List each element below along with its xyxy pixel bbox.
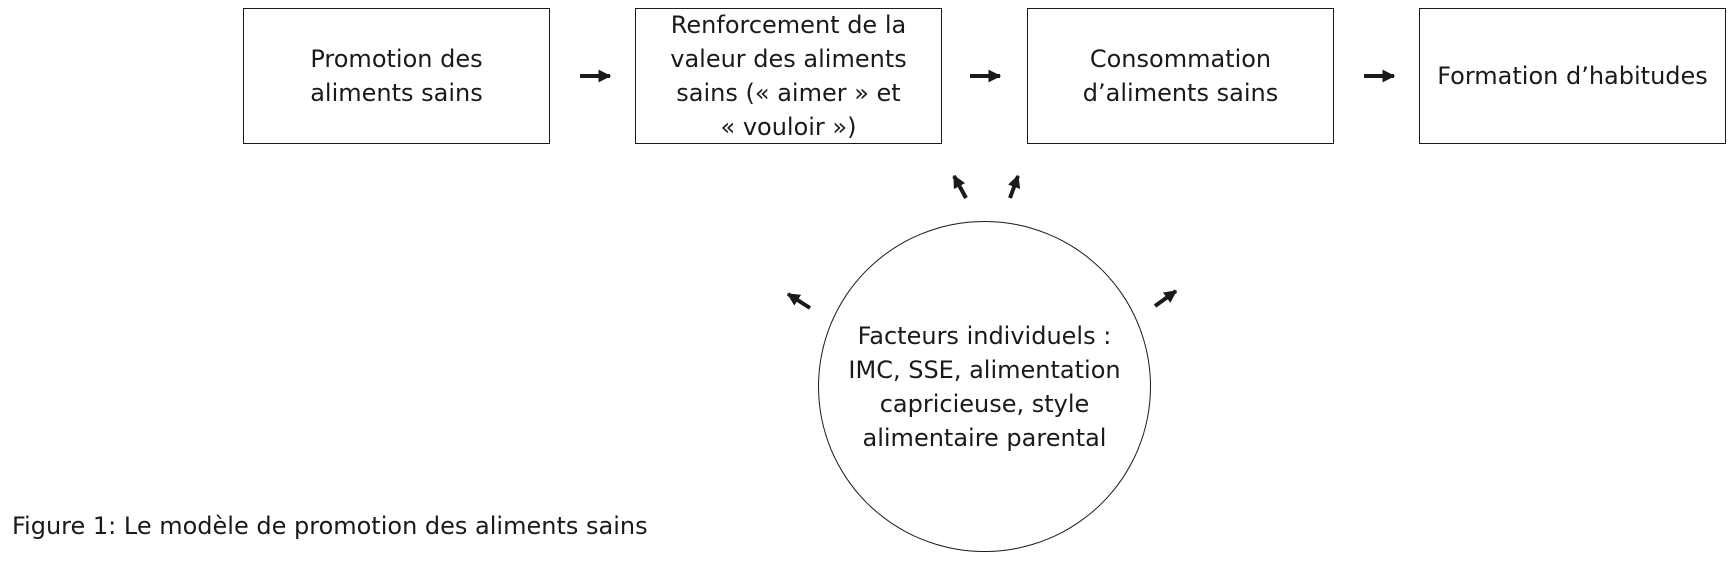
box-formation-habitudes: Formation d’habitudes: [1419, 8, 1726, 144]
circle-facteurs-individuels: Facteurs individuels : IMC, SSE, aliment…: [818, 221, 1151, 552]
box-promotion-des-aliments-sains: Promotion des aliments sains: [243, 8, 550, 144]
arrow-factors-up-right: [1008, 174, 1021, 199]
arrow-factors-left: [786, 292, 812, 310]
arrow-factors-up-left: [952, 174, 968, 199]
figure-caption: Figure 1: Le modèle de promotion des ali…: [12, 512, 648, 540]
arrow-factors-right: [1153, 289, 1178, 308]
box-consommation-aliments-sains: Consommation d’aliments sains: [1027, 8, 1334, 144]
box-renforcement-de-la-valeur: Renforcement de la valeur des aliments s…: [635, 8, 942, 144]
